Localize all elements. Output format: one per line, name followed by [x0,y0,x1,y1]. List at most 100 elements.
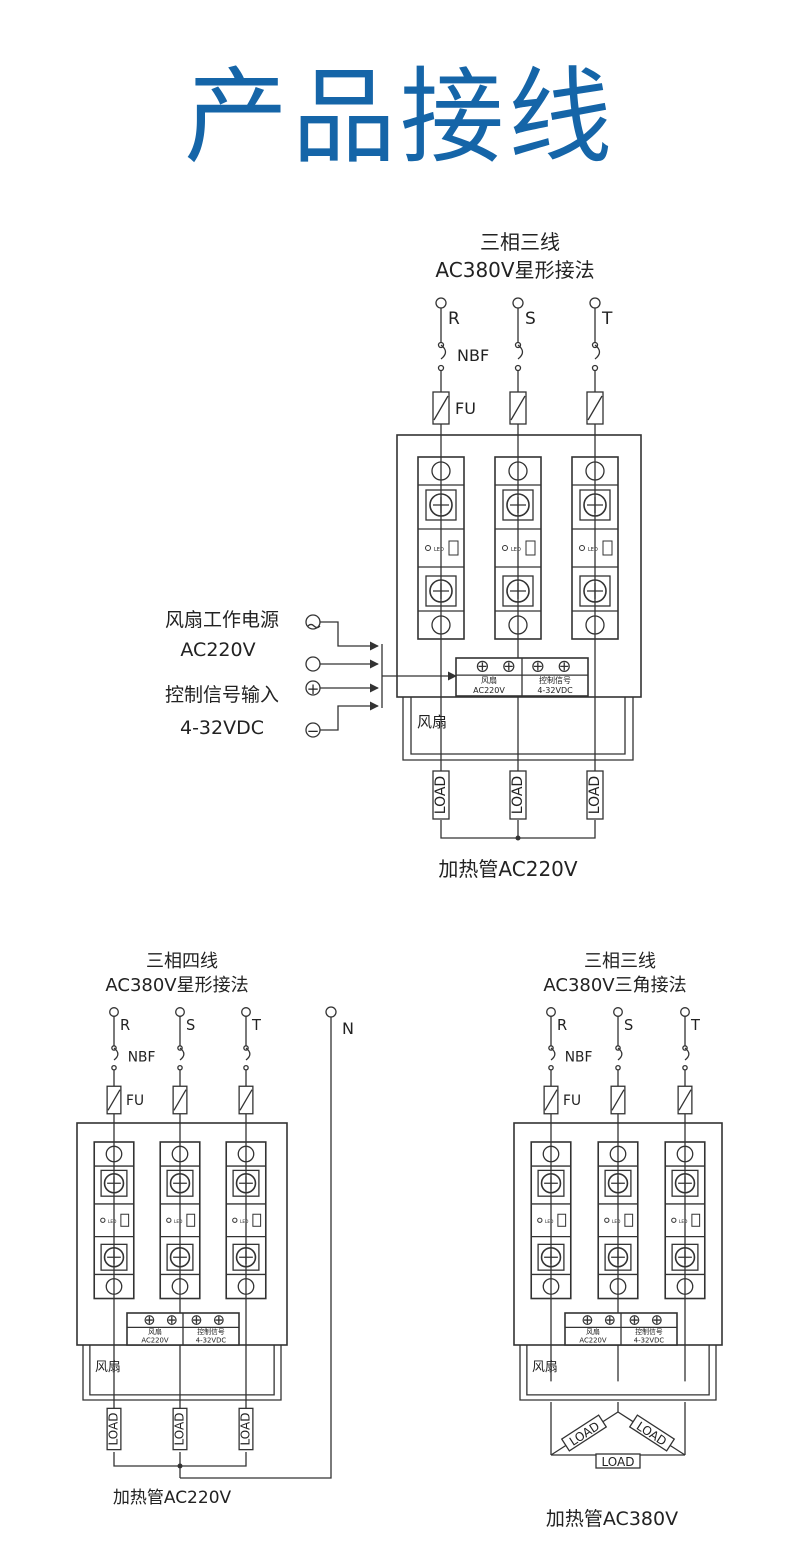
d2-phase-1-load-label: LOAD [173,1412,187,1445]
d2-ssr-module-2-led-icon [232,1217,238,1223]
d3-phase-0-breaker-dot-bottom [548,1064,554,1071]
d1-title-line1: 三相三线 [480,230,560,254]
d3-ssr-module-1-led-label: LED [612,1219,621,1225]
d1-phase-1-breaker-dot-top [514,341,522,349]
page-title: 产品接线 [183,56,616,178]
d2-ssr-module-2-input-terminal [252,1213,262,1227]
d3-phase-2-breaker-switch [684,1047,690,1061]
d3-fan-inner [526,1345,710,1396]
wiring-diagram-three-phase-four-wire-star: 三相四线 AC380V星形接法 RLOADSLOADTLOADNBFFU风扇LE… [76,951,354,1508]
d3-strip-ctrl-label: 控制信号 [635,1327,663,1336]
d1-phase-0-label: R [448,309,460,329]
d1-ssr-housing [396,434,642,698]
d2-strip-screw-cross-2 [193,1316,200,1324]
d3-fuse-label: FU [563,1093,581,1109]
d3-phase-1-breaker-switch [617,1047,623,1061]
d3-ssr-module-0-input-terminal [557,1213,567,1227]
d2-phase-1-breaker-switch [179,1047,185,1061]
d2-phase-0-breaker-switch [113,1047,119,1061]
d1-phase-1-load-label: LOAD [510,776,526,814]
d1-fan-inner [410,697,626,755]
d2-star-point [177,1463,183,1469]
d1-strip-fan-voltage: AC220V [473,686,505,695]
d3-bottom-label: 加热管AC380V [546,1508,678,1530]
d1-ssr-module-2-input-terminal [602,540,613,556]
d3-phase-1-fuse-slash [611,1089,625,1111]
d2-phase-0-fuse-slash [107,1089,121,1111]
d2-phase-0-load-label: LOAD [107,1412,121,1445]
d1-strip-screw-cross-0 [478,662,487,671]
d2-phase-1-fuse-slash [173,1089,187,1111]
d3-phase-0-fuse-slash [544,1089,558,1111]
d2-ssr-module-1-led-icon [166,1217,172,1223]
d3-strip-screw-cross-0 [583,1316,591,1324]
d3-phase-2-breaker-dot-top [682,1045,688,1051]
d2-ssr-module-1-input-terminal [186,1213,196,1227]
d2-phase-0-label: R [120,1017,130,1034]
d1-ssr-module-2-led-label: LED [588,547,598,553]
d2-phase-0-load [106,1407,122,1451]
d1-phase-2-load [586,770,604,820]
d2-ssr-module-0-led-label: LED [108,1219,117,1225]
d2-phase-1-terminal [175,1007,185,1017]
d1-phase-0-load-label: LOAD [433,776,449,814]
d1-phase-2-breaker-dot-bottom [591,364,599,372]
d3-load-left: LOAD [560,1414,608,1452]
d1-phase-1-breaker-dot-bottom [514,364,522,372]
d1-fuse-label: FU [455,399,476,418]
d2-phase-2-terminal [241,1007,251,1017]
d1-strip-screw-cross-3 [560,662,569,671]
d1-phase-0-load [432,770,450,820]
d1-phase-2-label: T [601,309,613,329]
d1-ssr-module-1-led-label: LED [511,547,521,553]
d1-strip-screw-cross-1 [504,662,513,671]
d1-breaker-label: NBF [457,346,489,365]
d2-phase-2-breaker-switch [245,1047,251,1061]
d2-phase-2-load-label: LOAD [239,1412,253,1445]
d2-strip-fan-label: 风扇 [148,1327,162,1336]
d3-phase-0-terminal [546,1007,556,1017]
d1-ssr-module-0-led-label: LED [434,547,444,553]
d1-phase-0-breaker-dot-bottom [437,364,445,372]
d3-fan-label: 风扇 [532,1359,558,1375]
d3-fan-outline [519,1345,717,1401]
d3-ssr-module-0-led-icon [537,1217,543,1223]
d3-phase-0-label: R [557,1017,567,1034]
d2-phase-0-breaker-dot-top [111,1045,117,1051]
d3-strip-fan-voltage: AC220V [579,1336,607,1344]
d1-plus-sign: + [307,680,320,698]
d2-phase-2-load [238,1407,254,1451]
d3-strip-ctrl-range: 4-32VDC [634,1336,665,1344]
d1-phase-2-fuse-slash [587,395,603,421]
d3-ssr-module-2-input-terminal [691,1213,701,1227]
d3-ssr-module-0-led-label: LED [545,1219,554,1225]
d1-ssr-module-1-led-icon [502,545,508,551]
d1-minus-sign: − [307,722,320,740]
d1-phase-2-breaker-switch [594,344,601,360]
d3-strip-fan-label: 风扇 [586,1327,600,1336]
d2-phase-2-label: T [251,1017,261,1034]
d1-phase-1-load [509,770,527,820]
wiring-diagram-three-phase-three-wire-star: 三相三线 AC380V星形接法 RLOADSLOADTLOADNBFFU风扇LE… [165,230,642,881]
d2-bottom-label: 加热管AC220V [113,1488,232,1508]
d1-phase-1-label: S [525,309,536,329]
d3-load-left-label: LOAD [567,1419,602,1449]
d2-strip-screw-cross-3 [215,1316,223,1324]
d1-phase-0-terminal [435,297,447,309]
d3-phase-1-breaker-dot-top [615,1045,621,1051]
d1-ssr-module-0-input-terminal [448,540,459,556]
d3-phase-1-terminal [613,1007,623,1017]
d1-control-signal-label: 控制信号输入 [165,684,279,706]
d2-phase-0-breaker-dot-bottom [111,1064,117,1071]
d2-breaker-label: NBF [128,1050,156,1066]
d1-phase-0-breaker-dot-top [437,341,445,349]
d1-fan-outline [402,697,634,761]
d1-fan-power-voltage: AC220V [180,639,255,661]
d1-ssr-module-0-led-icon [425,545,431,551]
d2-strip-screw-cross-0 [145,1316,153,1324]
d1-star-point [515,835,521,841]
d3-phase-1-breaker-dot-bottom [615,1064,621,1071]
d2-ssr-module-0-led-icon [100,1217,106,1223]
